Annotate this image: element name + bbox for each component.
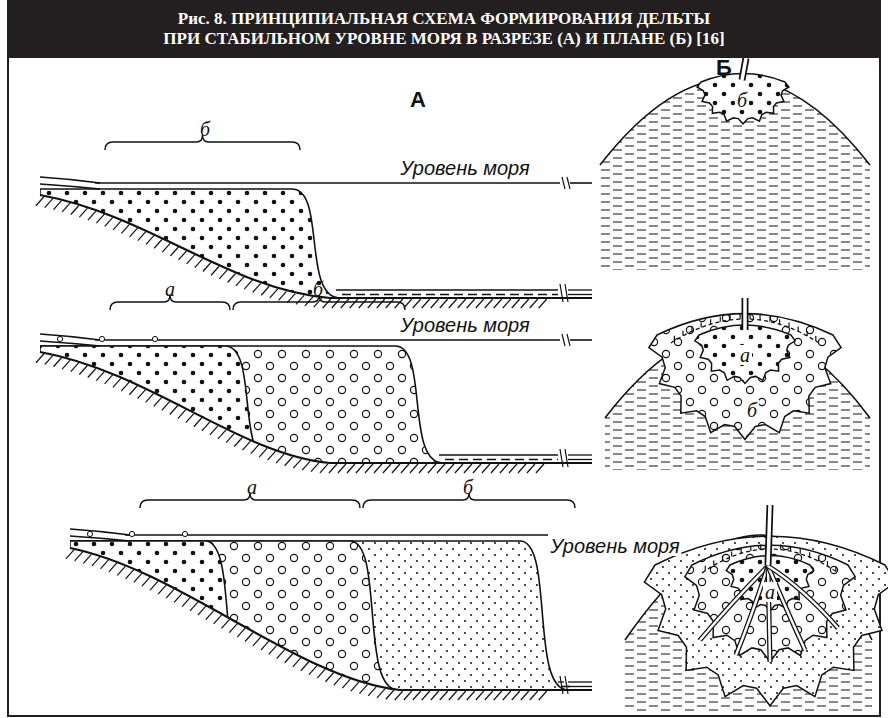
river	[743, 298, 747, 330]
sea-level-line	[125, 534, 548, 536]
figure-title: Рис. 8. ПРИНЦИПИАЛЬНАЯ СХЕМА ФОРМИРОВАНИ…	[94, 9, 794, 50]
delta-sediment-body	[40, 346, 273, 493]
basin-floor	[40, 352, 592, 463]
plan-view	[600, 58, 870, 270]
sea-level-line	[95, 339, 560, 341]
sea-level-label: Уровень моря	[400, 315, 529, 335]
delta-lobe	[695, 325, 795, 383]
basin-floor	[40, 195, 592, 298]
delta-sediment-body	[70, 541, 253, 718]
river	[768, 505, 770, 565]
zone-letter: а	[738, 345, 752, 365]
title-bar: Рис. 8. ПРИНЦИПИАЛЬНАЯ СХЕМА ФОРМИРОВАНИ…	[8, 0, 880, 58]
cross-section	[36, 135, 592, 328]
delta-lobe	[697, 73, 789, 123]
plan-view	[605, 298, 870, 470]
zone-letter: а	[763, 582, 777, 602]
zone-letter: б	[735, 90, 749, 110]
zone-letter: б	[745, 400, 759, 420]
plan-view-letter: Б	[716, 57, 732, 79]
zone-letter: б	[463, 477, 473, 497]
cross-section	[36, 295, 592, 493]
zone-letter: б	[200, 119, 210, 139]
section-view-letter: А	[410, 89, 426, 111]
delta-lobe	[649, 314, 841, 440]
river	[742, 58, 746, 80]
delta-sediment-body	[40, 189, 340, 328]
sea-level-line	[95, 182, 560, 184]
sea-level-label: Уровень моря	[400, 158, 529, 178]
zone-letter: а	[165, 279, 175, 299]
delta-sediment-body	[70, 541, 568, 718]
cross-section	[66, 493, 592, 718]
zone-letter: б	[313, 279, 323, 299]
delta-sediment-body	[70, 541, 398, 718]
sea-area	[600, 78, 870, 270]
basin-floor	[70, 548, 592, 690]
coastline	[600, 78, 870, 165]
zone-letter: а	[247, 477, 257, 497]
sea-level-label: Уровень моря	[548, 536, 681, 556]
